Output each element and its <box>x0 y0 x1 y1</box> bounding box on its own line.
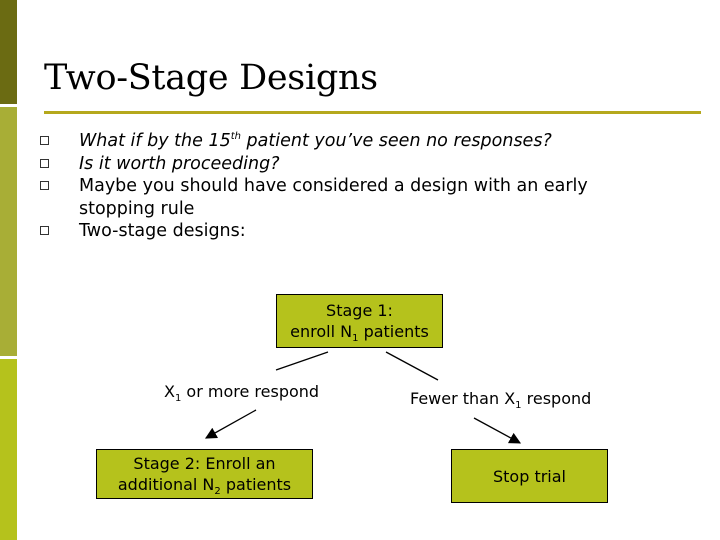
stage1-line1: Stage 1: <box>326 301 393 320</box>
subscript: 1 <box>515 400 522 412</box>
subscript: 1 <box>174 393 182 405</box>
bullet-text: stopping rule <box>79 198 195 219</box>
slide-title: Two-Stage Designs <box>44 58 378 98</box>
connector-line-right <box>385 351 439 381</box>
subscript: 1 <box>352 333 359 345</box>
arrow-to-stage2 <box>204 409 257 439</box>
sidebar-block-mid <box>0 106 17 358</box>
branch-text: respond <box>521 389 592 408</box>
bullet-text: Maybe you should have considered a desig… <box>79 176 588 196</box>
bullet-list: What if by the 15th patient you’ve seen … <box>40 130 700 243</box>
branch-text: or more respond <box>181 382 320 401</box>
stage2-box: Stage 2: Enroll an additional N2 patient… <box>96 449 313 499</box>
square-bullet-icon <box>40 226 49 235</box>
stage1-box: Stage 1: enroll N1 patients <box>276 294 443 348</box>
stop-trial-box: Stop trial <box>451 449 608 503</box>
stage2-text: additional N <box>117 475 215 494</box>
sidebar-gap <box>0 104 17 107</box>
left-branch-label: X1 or more respond <box>164 382 320 405</box>
bullet-item: Two-stage designs: <box>40 220 700 243</box>
sidebar-gap <box>0 356 17 359</box>
branch-text: Fewer than X <box>410 389 516 408</box>
square-bullet-icon <box>40 181 49 190</box>
bullet-text: Is it worth proceeding? <box>79 153 280 174</box>
bullet-text: patient you’ve seen no responses? <box>240 131 552 151</box>
sidebar-decoration <box>0 0 17 540</box>
stage2-line1: Stage 2: Enroll an <box>133 454 276 473</box>
stage2-text: patients <box>220 475 292 494</box>
arrow-to-stop <box>473 417 522 444</box>
branch-text: X <box>164 382 175 401</box>
bullet-text: What if by the 15 <box>79 131 231 151</box>
bullet-item: Maybe you should have considered a desig… <box>40 175 700 220</box>
stop-trial-label: Stop trial <box>492 466 566 486</box>
stage1-text: enroll N <box>290 322 353 341</box>
right-branch-label: Fewer than X1 respond <box>410 389 592 412</box>
square-bullet-icon <box>40 158 49 168</box>
bullet-item: Is it worth proceeding? <box>40 153 700 176</box>
connector-line-left <box>275 351 329 371</box>
square-bullet-icon <box>40 136 49 145</box>
stage2-line2: additional N2 patients <box>117 474 292 498</box>
subscript: 2 <box>214 486 221 498</box>
bullet-text: Two-stage designs: <box>79 221 246 241</box>
bullet-item: What if by the 15th patient you’ve seen … <box>40 130 700 153</box>
stage1-text: patients <box>358 322 429 341</box>
sidebar-block-dark <box>0 0 17 106</box>
superscript: th <box>230 131 241 143</box>
sidebar-block-light <box>0 358 17 540</box>
title-underline <box>44 111 701 114</box>
stage1-line2: enroll N1 patients <box>290 321 429 345</box>
